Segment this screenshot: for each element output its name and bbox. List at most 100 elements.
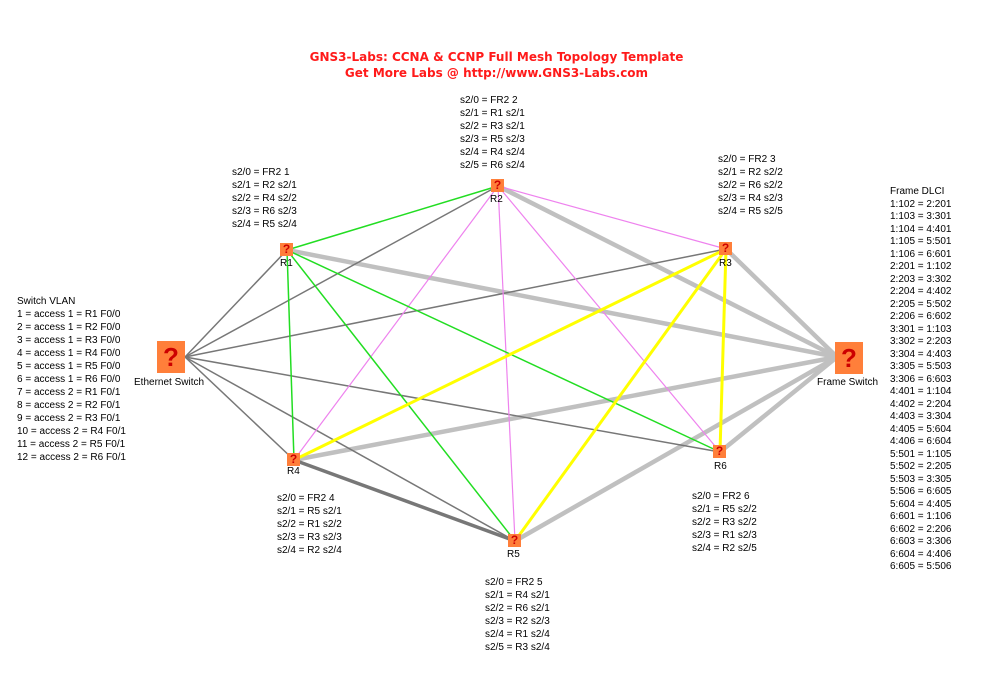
note-r2-interfaces-line: s2/5 = R6 s2/4 xyxy=(460,160,525,171)
note-frame-dlci-line: Frame DLCI xyxy=(890,186,945,197)
note-r2-interfaces-line: s2/1 = R1 s2/1 xyxy=(460,108,525,119)
note-r1-interfaces-line: s2/1 = R2 s2/1 xyxy=(232,180,297,191)
frame-switch-label: Frame Switch xyxy=(817,377,879,388)
note-switch-vlan-line: 8 = access 2 = R2 F0/1 xyxy=(17,400,121,411)
router-r2-icon[interactable]: ? xyxy=(491,179,504,192)
note-switch-vlan-line: 10 = access 2 = R4 F0/1 xyxy=(17,426,126,437)
router-r2-label: R2 xyxy=(490,194,503,205)
link-frame-switch-r1 xyxy=(286,247,838,360)
link-r2-r6 xyxy=(497,185,721,453)
note-r3-interfaces-line: s2/2 = R6 s2/2 xyxy=(718,180,783,191)
note-frame-dlci-line: 1:106 = 6:601 xyxy=(890,248,952,260)
router-r5-label: R5 xyxy=(507,549,520,560)
router-r4-icon[interactable]: ? xyxy=(287,453,300,466)
note-frame-dlci-line: 4:402 = 2:204 xyxy=(890,398,952,410)
link-r2-r4 xyxy=(293,185,499,461)
router-r6-label: R6 xyxy=(714,461,727,472)
note-r4-interfaces-line: s2/4 = R2 s2/4 xyxy=(277,545,342,556)
note-frame-dlci-line: 1:103 = 3:301 xyxy=(890,211,952,222)
frame-switch-icon[interactable]: ? xyxy=(835,342,863,374)
note-r5-interfaces-line: s2/5 = R3 s2/4 xyxy=(485,642,550,653)
link-r2-r5 xyxy=(497,185,516,542)
note-r3-interfaces: s2/0 = FR2 3 s2/1 = R2 s2/2 s2/2 = R6 s2/2… xyxy=(718,153,783,218)
router-r3-icon[interactable]: ? xyxy=(719,242,732,255)
note-r5-interfaces-line: s2/4 = R1 s2/4 xyxy=(485,629,550,640)
note-r2-interfaces-line: s2/0 = FR2 2 xyxy=(460,95,518,106)
note-r1-interfaces-line: s2/4 = R5 s2/4 xyxy=(232,219,297,230)
note-r6-interfaces-line: s2/3 = R1 s2/3 xyxy=(692,530,757,541)
note-r2-interfaces-line: s2/4 = R4 s2/4 xyxy=(460,147,525,158)
note-frame-dlci-line: 3:301 = 1:103 xyxy=(890,323,952,335)
note-frame-dlci-line: 4:403 = 3:304 xyxy=(890,411,952,422)
note-r6-interfaces-line: s2/1 = R5 s2/2 xyxy=(692,504,757,515)
note-frame-dlci-line: 5:503 = 3:305 xyxy=(890,473,952,485)
note-r1-interfaces-line: s2/0 = FR2 1 xyxy=(232,167,290,178)
note-r2-interfaces-line: s2/3 = R5 s2/3 xyxy=(460,134,525,145)
link-ethernet-switch-r2 xyxy=(184,185,499,358)
note-switch-vlan-line: 12 = access 2 = R6 F0/1 xyxy=(17,452,126,463)
note-frame-dlci-line: 2:204 = 4:402 xyxy=(890,286,952,297)
note-r6-interfaces-line: s2/2 = R3 s2/2 xyxy=(692,517,757,528)
note-r6-interfaces-line: s2/4 = R2 s2/5 xyxy=(692,543,757,554)
note-frame-dlci-line: 2:203 = 3:302 xyxy=(890,273,952,285)
note-switch-vlan-line: Switch VLAN xyxy=(17,296,76,307)
note-r1-interfaces-line: s2/2 = R4 s2/2 xyxy=(232,193,297,204)
note-r2-interfaces: s2/0 = FR2 2 s2/1 = R1 s2/1 s2/2 = R3 s2/1… xyxy=(460,94,525,172)
note-r5-interfaces-line: s2/3 = R2 s2/3 xyxy=(485,616,550,627)
router-r1-label: R1 xyxy=(280,258,293,269)
ethernet-switch-icon[interactable]: ? xyxy=(157,341,185,373)
note-frame-dlci-line: 6:603 = 3:306 xyxy=(890,536,952,547)
note-switch-vlan-line: 11 = access 2 = R5 F0/1 xyxy=(17,439,126,450)
note-r1-interfaces: s2/0 = FR2 1 s2/1 = R2 s2/1 s2/2 = R4 s2/2… xyxy=(232,166,297,231)
link-frame-switch-r4 xyxy=(293,354,838,463)
note-r3-interfaces-line: s2/1 = R2 s2/2 xyxy=(718,167,783,178)
note-r4-interfaces-line: s2/0 = FR2 4 xyxy=(277,493,335,504)
note-r3-interfaces-line: s2/3 = R4 s2/3 xyxy=(718,193,783,204)
note-r3-interfaces-line: s2/4 = R5 s2/5 xyxy=(718,206,783,217)
note-switch-vlan-line: 1 = access 1 = R1 F0/0 xyxy=(17,309,121,320)
note-frame-dlci-line: 2:206 = 6:602 xyxy=(890,311,952,322)
link-r1-r2 xyxy=(286,185,499,251)
note-r5-interfaces-line: s2/1 = R4 s2/1 xyxy=(485,590,550,601)
diagram-title: GNS3-Labs: CCNA & CCNP Full Mesh Topolog… xyxy=(309,50,684,64)
note-r4-interfaces-line: s2/2 = R1 s2/2 xyxy=(277,519,342,530)
link-r1-r5 xyxy=(286,249,516,542)
link-r1-r4 xyxy=(286,249,295,461)
note-frame-dlci-line: 1:102 = 2:201 xyxy=(890,198,952,210)
link-ethernet-switch-r5 xyxy=(184,356,516,542)
note-frame-dlci-line: 6:605 = 5:506 xyxy=(890,561,952,572)
link-r2-r3 xyxy=(497,185,727,250)
router-r1-icon[interactable]: ? xyxy=(280,243,293,256)
link-ethernet-switch-r1 xyxy=(184,249,288,358)
note-switch-vlan-line: 4 = access 1 = R4 F0/0 xyxy=(17,348,121,359)
note-r2-interfaces-line: s2/2 = R3 s2/1 xyxy=(460,121,525,132)
note-frame-dlci-line: 3:305 = 5:503 xyxy=(890,361,952,372)
link-frame-switch-r3 xyxy=(724,247,839,359)
note-r5-interfaces-line: s2/2 = R6 s2/1 xyxy=(485,603,550,614)
link-r1-r6 xyxy=(286,249,721,453)
link-r5-r3 xyxy=(513,248,728,542)
note-frame-dlci-line: 5:506 = 6:605 xyxy=(890,486,952,497)
note-frame-dlci-line: 3:302 = 2:203 xyxy=(890,336,952,347)
note-switch-vlan-line: 7 = access 2 = R1 F0/1 xyxy=(17,387,121,398)
note-frame-dlci-line: 5:604 = 4:405 xyxy=(890,498,952,510)
note-switch-vlan-line: 5 = access 1 = R5 F0/0 xyxy=(17,361,121,372)
note-frame-dlci-line: 4:401 = 1:104 xyxy=(890,386,952,397)
note-r3-interfaces-line: s2/0 = FR2 3 xyxy=(718,154,776,165)
note-switch-vlan-line: 9 = access 2 = R3 F0/1 xyxy=(17,413,121,424)
link-r6-r3 xyxy=(718,248,728,453)
note-frame-dlci-line: 5:501 = 1:105 xyxy=(890,448,952,460)
diagram-subtitle: Get More Labs @ http://www.GNS3-Labs.com xyxy=(344,66,649,80)
router-r5-icon[interactable]: ? xyxy=(508,534,521,547)
router-r6-icon[interactable]: ? xyxy=(713,445,726,458)
router-r3-label: R3 xyxy=(719,258,732,269)
note-frame-dlci-line: 3:304 = 4:403 xyxy=(890,348,952,360)
note-frame-dlci-line: 6:604 = 4:406 xyxy=(890,548,952,560)
note-r1-interfaces-line: s2/3 = R6 s2/3 xyxy=(232,206,297,217)
note-frame-dlci-line: 1:104 = 4:401 xyxy=(890,223,952,235)
note-frame-dlci-line: 4:406 = 6:604 xyxy=(890,436,952,447)
